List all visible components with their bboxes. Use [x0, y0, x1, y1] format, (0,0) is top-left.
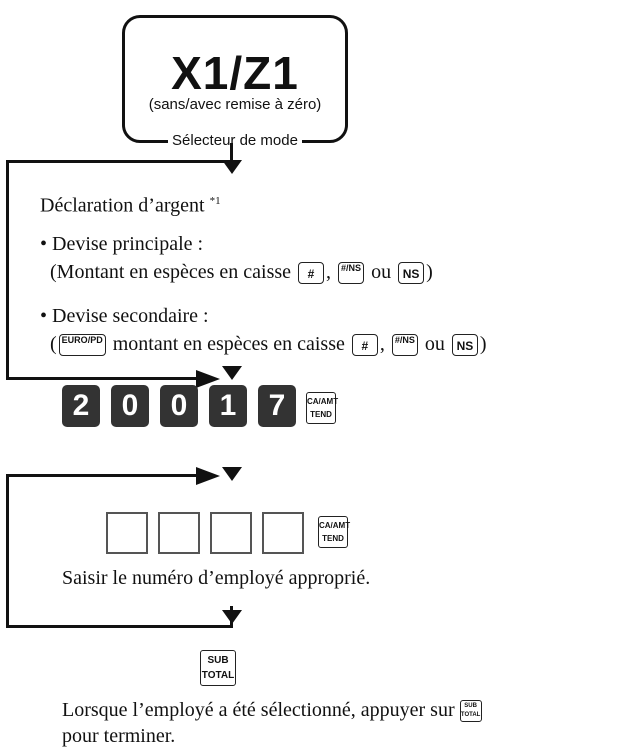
- digit-key[interactable]: 0: [160, 385, 198, 427]
- arrow-right-icon: [196, 467, 220, 485]
- employee-digit-box[interactable]: [106, 512, 148, 554]
- declaration-heading: Déclaration d’argent *1: [40, 194, 221, 217]
- employee-instruction: Saisir le numéro d’employé approprié.: [62, 567, 371, 589]
- footnote-marker: *1: [209, 195, 221, 207]
- hash-key-2[interactable]: #: [351, 334, 378, 357]
- ns-key-2[interactable]: NS: [451, 334, 478, 357]
- loop-line-top: [6, 474, 196, 477]
- mode-selector-label: Sélecteur de mode: [125, 132, 345, 150]
- ca-amt-tend-key[interactable]: CA/AMT TEND: [306, 392, 338, 424]
- arrow-down-icon: [222, 467, 242, 481]
- digit-key[interactable]: 1: [209, 385, 247, 427]
- flow-line: [230, 143, 233, 163]
- employee-digit-box[interactable]: [158, 512, 200, 554]
- final-instruction-line1: Lorsque l’employé a été sélectionné, app…: [62, 699, 482, 723]
- loop-line-top: [6, 160, 230, 163]
- hash-ns-key[interactable]: #/NS: [338, 262, 365, 285]
- arrow-down-icon: [222, 160, 242, 174]
- mode-title: X1/Z1: [171, 47, 299, 99]
- arrow-down-icon: [222, 610, 242, 624]
- employee-digit-box[interactable]: [210, 512, 252, 554]
- loop-line-left: [6, 160, 9, 380]
- main-currency-line: (Montant en espèces en caisse #, #/NS ou…: [50, 261, 433, 285]
- final-instruction-line2: pour terminer.: [62, 725, 176, 747]
- subtotal-key[interactable]: SUB TOTAL: [200, 650, 236, 686]
- ca-amt-tend-key[interactable]: CA/AMT TEND: [318, 516, 350, 548]
- digit-key[interactable]: 0: [111, 385, 149, 427]
- loop-line-bottom: [6, 377, 196, 380]
- hash-key[interactable]: #: [298, 262, 325, 285]
- digit-key[interactable]: 2: [62, 385, 100, 427]
- secondary-currency-line: (EURO/PD montant en espèces en caisse #,…: [50, 333, 487, 357]
- digit-key[interactable]: 7: [258, 385, 296, 427]
- arrow-down-icon: [222, 366, 242, 380]
- employee-digit-box[interactable]: [262, 512, 304, 554]
- secondary-currency-label: • Devise secondaire :: [40, 305, 209, 327]
- euro-pd-key[interactable]: EURO/PD: [58, 334, 106, 357]
- subtotal-key-inline[interactable]: SUB TOTAL: [459, 700, 482, 723]
- main-currency-label: • Devise principale :: [40, 233, 204, 255]
- hash-ns-key-2[interactable]: #/NS: [391, 334, 418, 357]
- loop-line-left: [6, 474, 9, 628]
- ns-key[interactable]: NS: [398, 262, 425, 285]
- arrow-right-icon: [196, 370, 220, 388]
- mode-selector-box: X1/Z1 (sans/avec remise à zéro) Sélecteu…: [122, 15, 348, 149]
- loop-line-bottom: [6, 625, 230, 628]
- mode-subtitle: (sans/avec remise à zéro): [148, 96, 322, 113]
